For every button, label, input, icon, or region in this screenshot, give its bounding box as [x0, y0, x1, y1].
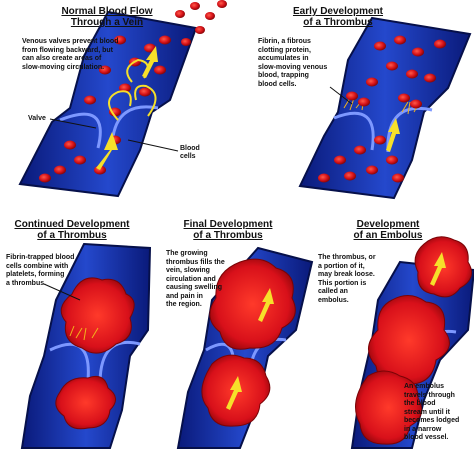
- thrombus-mass: [355, 370, 423, 445]
- valve-label: Valve: [28, 115, 46, 122]
- panel-embolus: [350, 236, 474, 449]
- valve-cusp: [333, 106, 433, 153]
- thrombus-mass: [60, 277, 135, 354]
- flow-arrow-up: [386, 118, 400, 152]
- flow-arrow-up: [226, 288, 274, 410]
- blood-cell-cluster: [318, 35, 446, 183]
- fibrin-pointer-line: [329, 86, 353, 105]
- flow-arrow-up: [430, 252, 446, 286]
- panel-normal-flow: [18, 0, 227, 198]
- thrombus-mass: [209, 258, 296, 350]
- valve-pointer-line: [49, 118, 97, 129]
- panel-continued-thrombus: [20, 242, 152, 449]
- panel-early-thrombus: [298, 16, 472, 200]
- panel-final-thrombus: [176, 246, 314, 449]
- thrombus-pointer-line: [43, 283, 81, 301]
- fibrin-strands: [69, 325, 99, 341]
- thrombus-mass: [368, 295, 450, 386]
- vein-wall: [298, 16, 472, 200]
- flow-arrow-up: [96, 46, 158, 170]
- blood-cells-pointer-line: [127, 139, 179, 152]
- thrombus-mass: [55, 375, 116, 430]
